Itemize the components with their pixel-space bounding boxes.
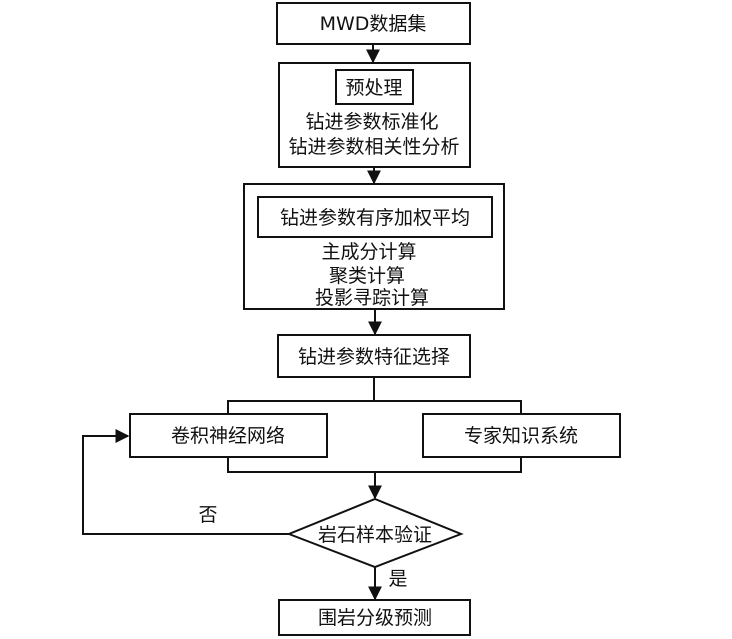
weighting-line-3: 投影寻踪计算 <box>315 287 429 309</box>
expert-system-box <box>422 413 621 458</box>
preprocess-line-1: 钻进参数标准化 <box>305 111 438 133</box>
cnn-label: 卷积神经网络 <box>171 425 285 447</box>
merge-bracket <box>227 457 522 473</box>
feedback-loop-no <box>82 429 289 535</box>
mwd-dataset-label: MWD数据集 <box>320 13 427 35</box>
weighting-line-1: 主成分计算 <box>321 241 416 263</box>
feature-selection-label: 钻进参数特征选择 <box>298 346 450 368</box>
prediction-box <box>278 599 471 636</box>
preprocess-title: 预处理 <box>345 77 402 99</box>
weighting-line-2: 聚类计算 <box>329 265 405 287</box>
weighting-title-box <box>257 196 493 238</box>
split-bracket <box>227 400 522 413</box>
cnn-box <box>129 413 328 458</box>
preprocess-line-2: 钻进参数相关性分析 <box>288 136 459 158</box>
validation-label: 岩石样本验证 <box>318 524 432 546</box>
mwd-dataset-box <box>276 2 471 45</box>
preprocess-title-box <box>335 69 414 105</box>
no-label: 否 <box>198 504 217 526</box>
expert-system-label: 专家知识系统 <box>464 425 578 447</box>
prediction-label: 围岩分级预测 <box>318 607 432 629</box>
weighting-title: 钻进参数有序加权平均 <box>280 207 470 229</box>
yes-label: 是 <box>388 568 407 590</box>
